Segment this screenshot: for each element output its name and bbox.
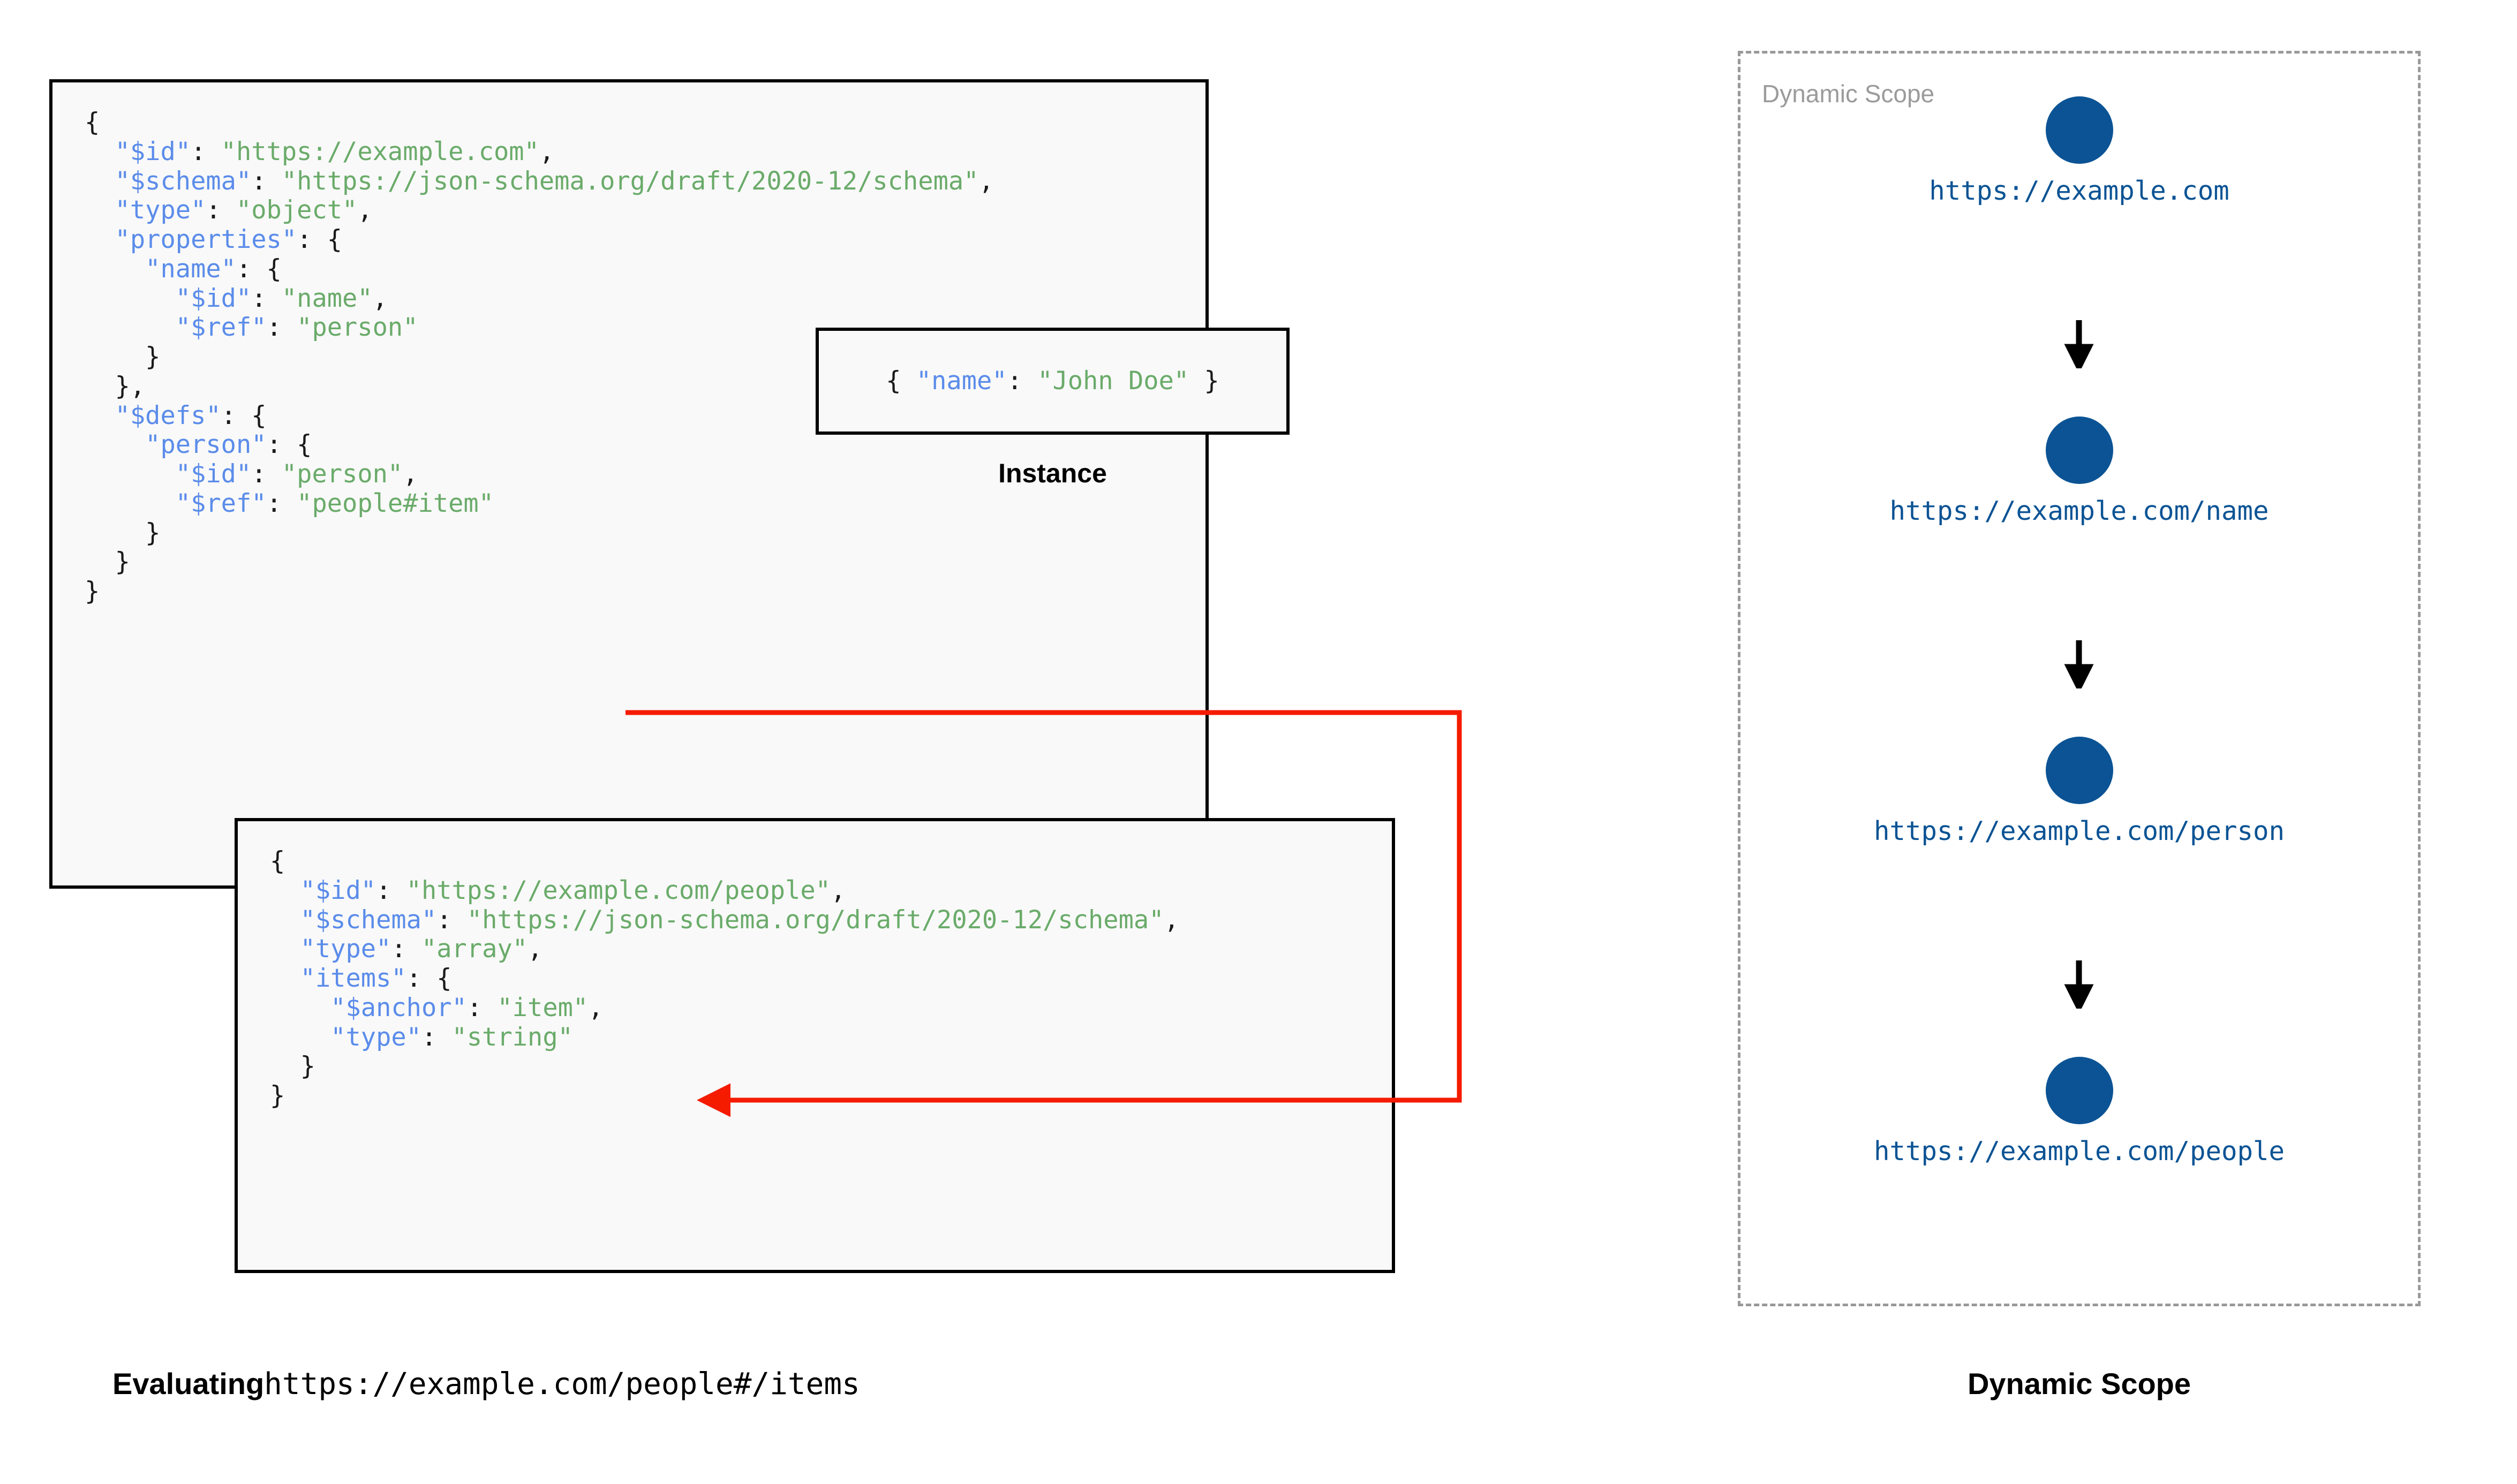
code-line: "type": "string" [330, 1022, 573, 1052]
code-line: "name": { [145, 254, 282, 284]
instance-label: Instance [998, 458, 1107, 488]
dynamic-scope-title: Dynamic Scope [1762, 80, 1935, 108]
instance-code-wrapper: { "name": "John Doe" } [819, 331, 1286, 431]
instance-code: { "name": "John Doe" } [886, 366, 1219, 396]
code-line: } [85, 342, 161, 372]
main-schema-code: { "$id": "https://example.com", "$schema… [85, 108, 994, 607]
scope-circle-icon [2045, 737, 2113, 804]
scope-node-3: https://example.com/people [1738, 1057, 2421, 1167]
code-line: "type": "array", [300, 934, 543, 964]
scope-circle-icon [2045, 1057, 2113, 1124]
people-schema-code: { "$id": "https://example.com/people", "… [270, 846, 1179, 1111]
code-line: "$schema": "https://json-schema.org/draf… [300, 905, 1179, 935]
code-line: { "name": "John Doe" } [886, 366, 1219, 396]
code-line: } [270, 1051, 315, 1081]
scope-arrow-2-3 [2064, 960, 2094, 1009]
code-line: "$schema": "https://json-schema.org/draf… [115, 166, 994, 196]
code-line: } [85, 547, 130, 577]
scope-circle-icon [2045, 96, 2113, 164]
code-line: "$id": "person", [175, 459, 418, 489]
dynamic-scope-panel [1738, 51, 2421, 1306]
caption-evaluating-bold: Evaluating [112, 1367, 265, 1400]
code-line: { [85, 108, 100, 137]
scope-arrow-1-2 [2064, 640, 2094, 688]
code-line: "$id": "https://example.com", [115, 137, 555, 166]
code-line: } [270, 1081, 285, 1110]
code-line: }, [85, 371, 146, 401]
code-line: "$id": "name", [175, 283, 388, 313]
caption-dynamic-scope: Dynamic Scope [1967, 1367, 2191, 1400]
scope-arrow-0-1 [2064, 320, 2094, 368]
code-line: } [85, 577, 100, 606]
code-line: "$defs": { [115, 400, 267, 430]
caption-evaluating: Evaluatinghttps://example.com/people#/it… [112, 1366, 860, 1402]
code-line: "person": { [145, 430, 312, 460]
caption-evaluating-url: https://example.com/people#/items [264, 1367, 860, 1402]
scope-node-url: https://example.com/name [1889, 496, 2269, 526]
scope-node-url: https://example.com [1929, 176, 2229, 206]
code-line: "items": { [300, 964, 452, 993]
code-line: "type": "object", [115, 195, 373, 225]
scope-node-url: https://example.com/people [1873, 1136, 2285, 1167]
scope-circle-icon [2045, 417, 2113, 484]
scope-node-1: https://example.com/name [1738, 417, 2421, 526]
code-line: { [270, 846, 285, 876]
people-schema-box: { "$id": "https://example.com/people", "… [235, 818, 1395, 1273]
code-line: "$id": "https://example.com/people", [300, 875, 846, 905]
scope-node-0: https://example.com [1738, 96, 2421, 206]
code-line: "properties": { [115, 225, 343, 254]
scope-node-url: https://example.com/person [1873, 816, 2285, 846]
instance-box: { "name": "John Doe" } [816, 328, 1290, 435]
code-line: "$ref": "people#item" [175, 488, 494, 518]
scope-node-2: https://example.com/person [1738, 737, 2421, 846]
code-line: "$ref": "person" [175, 313, 418, 343]
code-line: "$anchor": "item", [330, 993, 604, 1023]
code-line: } [85, 518, 161, 548]
